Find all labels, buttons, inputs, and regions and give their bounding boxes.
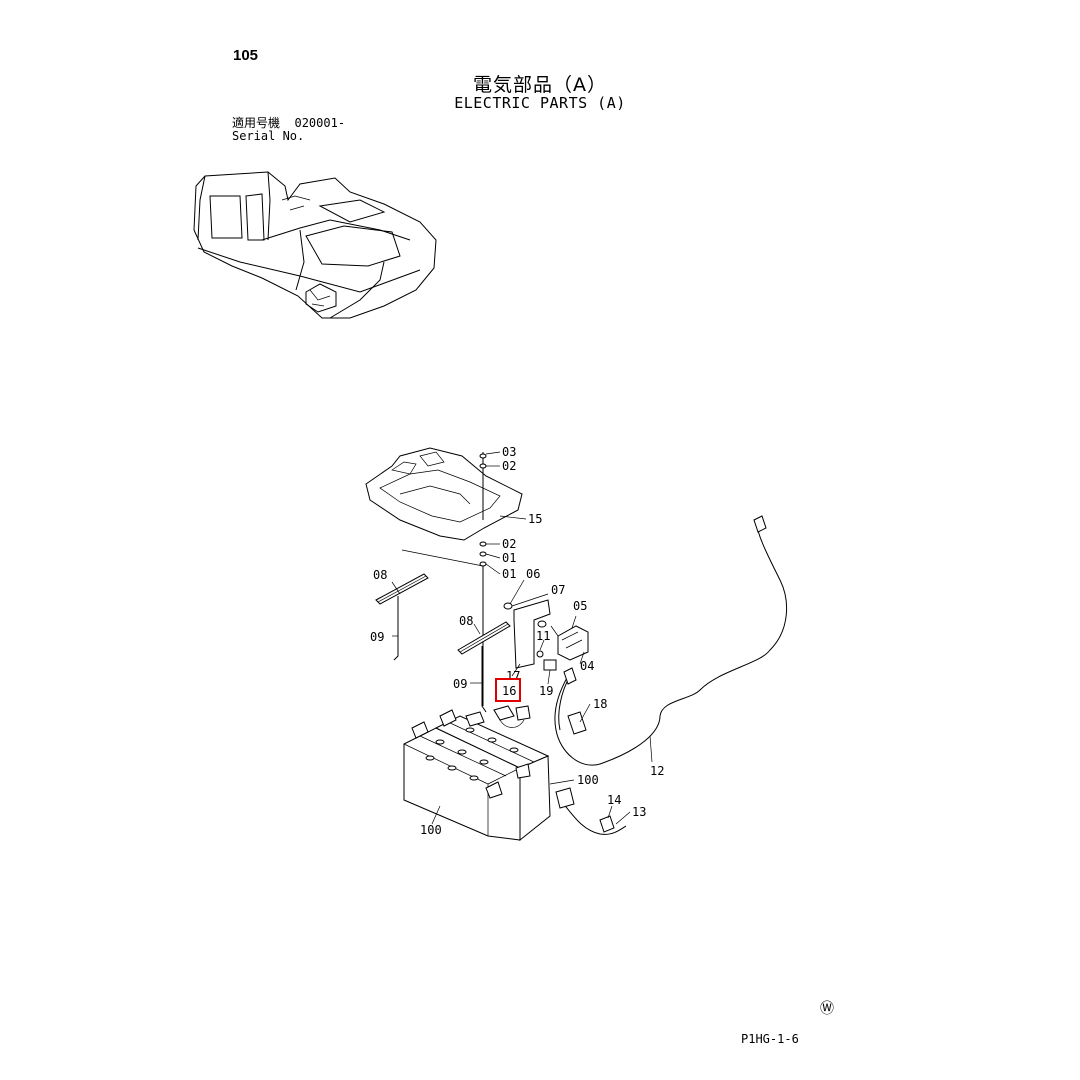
callout-04: 04 [580,659,594,673]
callout-100: 100 [577,773,599,787]
relay-assembly [503,599,589,671]
callout-09: 09 [370,630,384,644]
battery-hold-brackets [375,573,511,713]
callout-18: 18 [593,697,607,711]
callout-labels: 03 02 15 02 01 01 06 07 08 05 09 08 11 0… [370,445,664,837]
callout-03: 03 [502,445,516,459]
page-title-en: ELECTRIC PARTS (A) [454,94,626,112]
callout-09: 09 [453,677,467,691]
callout-08: 08 [459,614,473,628]
callout-15: 15 [528,512,542,526]
drawing-code: P1HG-1-6 [741,1032,799,1046]
callout-16-highlight[interactable] [495,678,521,702]
callout-08: 08 [373,568,387,582]
callout-05: 05 [573,599,587,613]
callout-14: 14 [607,793,621,807]
batteries [403,709,551,842]
battery-cover-plate [365,447,523,541]
leader-lines [391,451,653,825]
callout-17: 17 [506,669,520,683]
rod-hardware [401,452,487,706]
serial-value: 020001- [294,116,346,130]
page-title-jp: 電気部品（A） [473,74,607,96]
callout-02: 02 [502,537,516,551]
serial-block: 適用号機 020001- Serial No. [232,117,345,143]
serial-label-en: Serial No. [232,129,305,143]
serial-label-jp: 適用号機 [232,116,281,130]
callout-06: 06 [526,567,540,581]
callout-19: 19 [539,684,553,698]
callout-11: 11 [536,629,550,643]
page-number: 105 [233,47,259,64]
terminal-cover [493,705,531,728]
callout-100: 100 [420,823,442,837]
serial-line-jp: 適用号機 020001- [232,117,345,130]
excavator-locator-sketch [193,171,437,319]
callout-01: 01 [502,567,516,581]
callout-12: 12 [650,764,664,778]
battery-cables [554,515,788,835]
callout-01: 01 [502,551,516,565]
callout-02: 02 [502,459,516,473]
callout-07: 07 [551,583,565,597]
callout-16: 16 [502,684,516,698]
callout-13: 13 [632,805,646,819]
watermark-symbol: Ⓦ [820,1001,834,1017]
